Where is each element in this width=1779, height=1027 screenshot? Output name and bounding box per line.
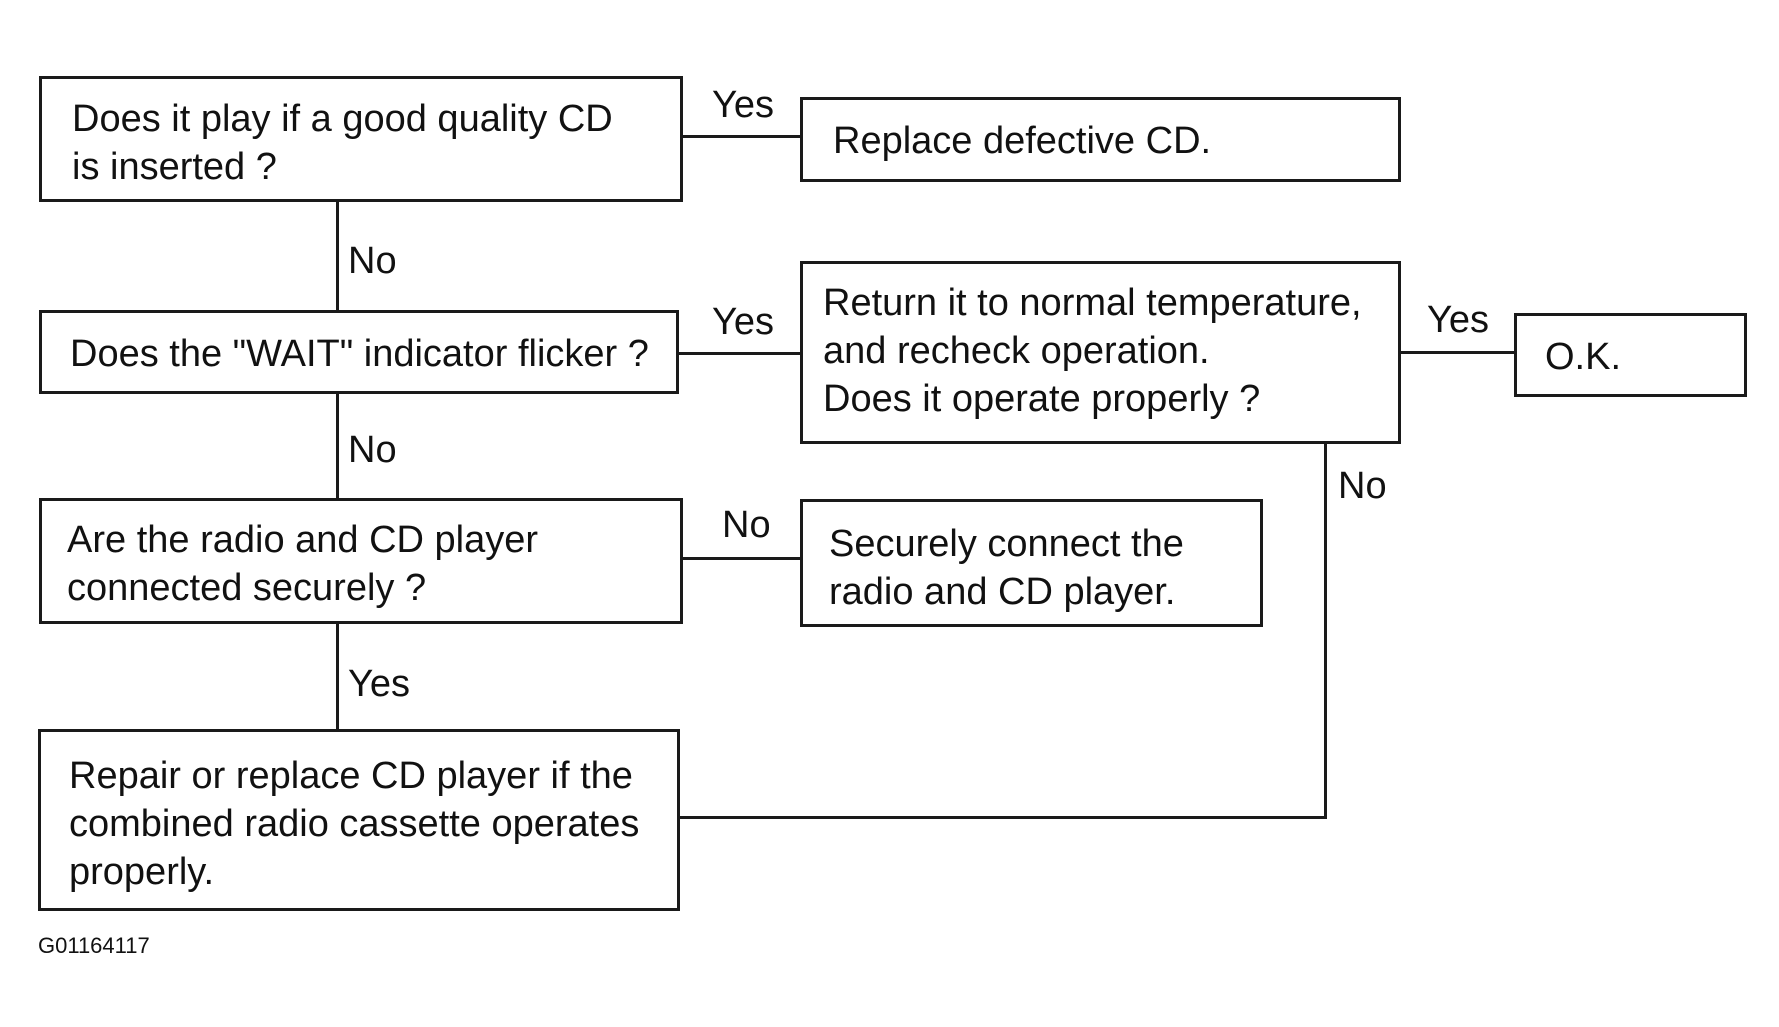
edge-label-q3-yes: Yes [348,663,410,705]
edge-label-q3-no: No [722,504,771,546]
edge-label-temp-no: No [1338,465,1387,507]
figure-code: G01164117 [38,933,150,958]
connector-temp-no-horizontal [680,816,1327,819]
edge-label-q2-no: No [348,429,397,471]
connector-q2-yes [679,352,803,355]
question-good-cd-box: Does it play if a good quality CD is ins… [39,76,683,202]
edge-label-q1-yes: Yes [712,84,774,126]
connector-q1-yes [683,135,803,138]
connector-q1-no [336,200,339,312]
question-wait-indicator-box: Does the "WAIT" indicator flicker ? [39,310,679,394]
connector-q3-yes [336,622,339,732]
connector-q3-no [683,557,804,560]
edge-label-temp-yes: Yes [1427,299,1489,341]
connector-temp-no-vertical [1324,441,1327,819]
temperature-recheck-box: Return it to normal temperature, and rec… [800,261,1401,444]
ok-box: O.K. [1514,313,1747,397]
repair-replace-box: Repair or replace CD player if the combi… [38,729,680,911]
secure-connection-box: Securely connect the radio and CD player… [800,499,1263,627]
connector-q2-no [336,391,339,502]
edge-label-q2-yes: Yes [712,301,774,343]
replace-defective-cd-box: Replace defective CD. [800,97,1401,182]
connector-temp-yes [1401,351,1517,354]
edge-label-q1-no: No [348,240,397,282]
question-connection-box: Are the radio and CD player connected se… [39,498,683,624]
